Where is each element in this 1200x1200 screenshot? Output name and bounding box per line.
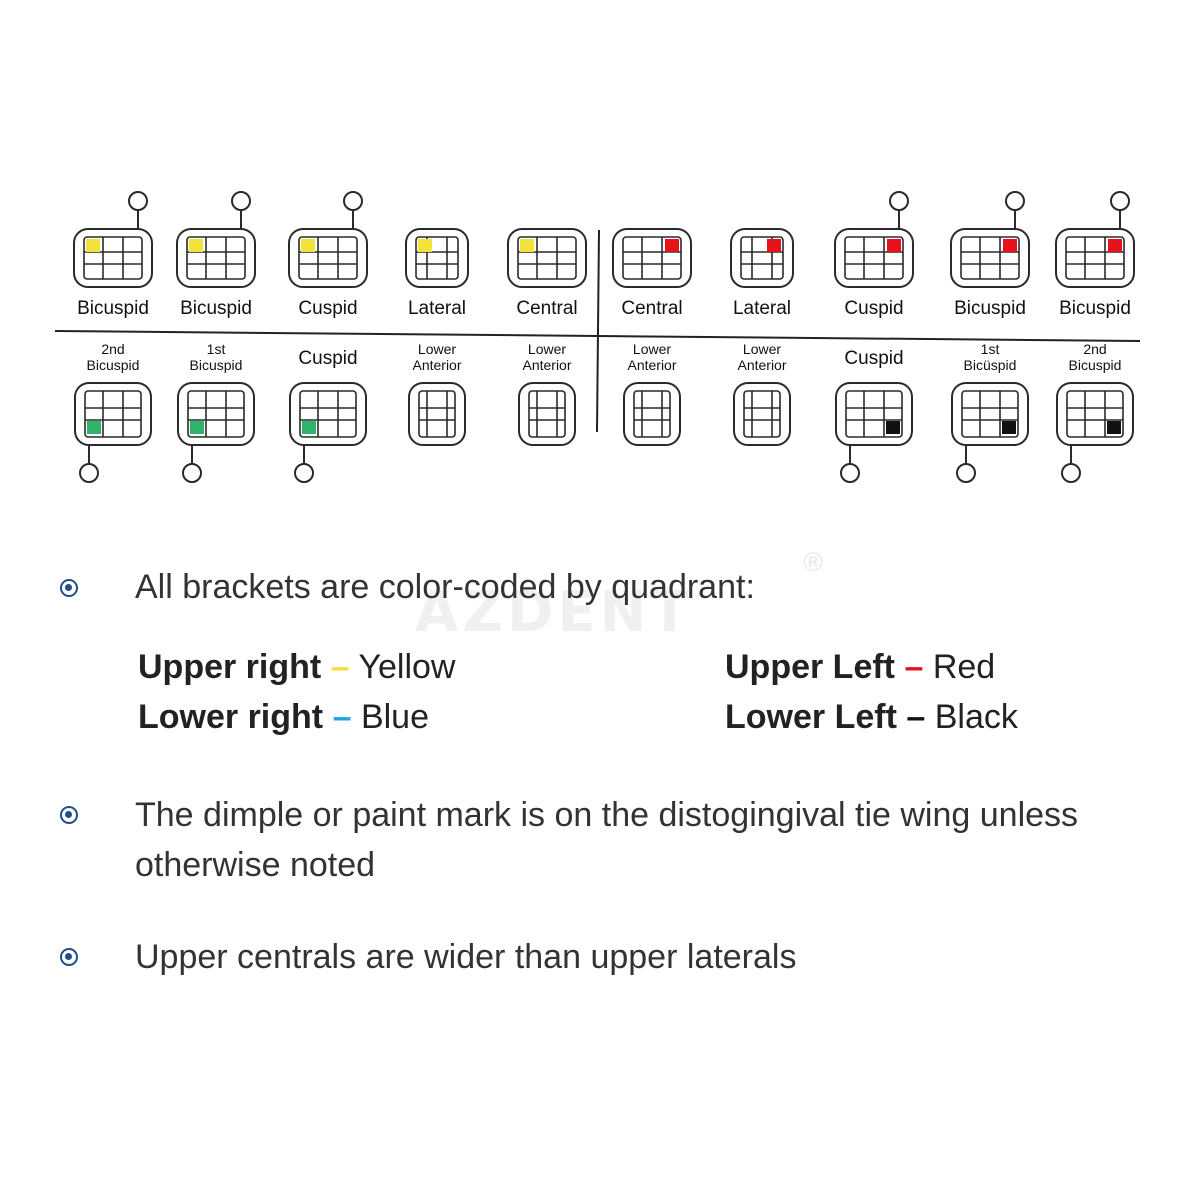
lower-bracket-label: Cuspid (298, 348, 357, 369)
lower-bracket (518, 382, 576, 446)
bullet-paint-mark: The dimple or paint mark is on the disto… (135, 796, 1079, 884)
upper-bracket-label: Cuspid (844, 298, 903, 319)
upper-bracket-label: Cuspid (298, 298, 357, 319)
paint-mark (1002, 421, 1016, 434)
lower-bracket (733, 382, 791, 446)
upper-bracket (612, 228, 692, 288)
hook-ball (1005, 191, 1025, 211)
lower-bracket (835, 382, 913, 483)
paint-mark (1003, 239, 1017, 252)
bullet-icon (60, 948, 78, 966)
paint-mark (87, 421, 101, 434)
hook-ball (231, 191, 251, 211)
hook-ball (182, 463, 202, 483)
upper-bracket (950, 191, 1030, 288)
paint-mark (302, 421, 316, 434)
upper-bracket (507, 228, 587, 288)
hook-ball (294, 463, 314, 483)
upper-bracket-label: Central (516, 298, 577, 319)
hook-ball (1110, 191, 1130, 211)
upper-bracket-label: Lateral (408, 298, 466, 319)
quadrant-divider (596, 229, 600, 433)
watermark-registered-mark: ® (800, 548, 826, 578)
legend-upper-right: Upper right – Yellow (138, 648, 456, 686)
lower-bracket (289, 382, 367, 483)
lower-bracket (74, 382, 152, 483)
hook-ball (343, 191, 363, 211)
paint-mark (86, 239, 100, 252)
upper-bracket-label: Bicuspid (954, 298, 1026, 319)
upper-bracket (288, 191, 368, 288)
bullet-icon (60, 579, 78, 597)
lower-bracket (177, 382, 255, 483)
watermark: AZDENT (415, 580, 693, 645)
upper-bracket-label: Lateral (733, 298, 791, 319)
hook-ball (128, 191, 148, 211)
paint-mark (520, 239, 534, 252)
lower-bracket (1056, 382, 1134, 483)
paint-mark (189, 239, 203, 252)
legend-upper-left: Upper Left – Red (725, 648, 996, 686)
paint-mark (886, 421, 900, 434)
lower-bracket (623, 382, 681, 446)
lower-bracket-label: Cuspid (844, 348, 903, 369)
upper-bracket (405, 228, 469, 288)
upper-bracket (176, 191, 256, 288)
upper-bracket-label: Bicuspid (1059, 298, 1131, 319)
upper-bracket-label: Bicuspid (77, 298, 149, 319)
paint-mark (767, 239, 781, 252)
upper-bracket (730, 228, 794, 288)
upper-bracket-label: Central (621, 298, 682, 319)
paint-mark (1107, 421, 1121, 434)
bullet-centrals-wider: Upper centrals are wider than upper late… (135, 938, 797, 976)
bullet-icon (60, 806, 78, 824)
legend-lower-left: Lower Left – Black (725, 698, 1018, 736)
legend-lower-right: Lower right – Blue (138, 698, 429, 736)
upper-bracket (834, 191, 914, 288)
upper-bracket (73, 191, 153, 288)
upper-bracket (1055, 191, 1135, 288)
hook-ball (79, 463, 99, 483)
lower-bracket (951, 382, 1029, 483)
paint-mark (665, 239, 679, 252)
upper-bracket-label: Bicuspid (180, 298, 252, 319)
hook-ball (889, 191, 909, 211)
bullet-color-coded: All brackets are color-coded by quadrant… (135, 568, 755, 606)
hook-ball (840, 463, 860, 483)
paint-mark (418, 239, 432, 252)
hook-ball (956, 463, 976, 483)
paint-mark (887, 239, 901, 252)
hook-ball (1061, 463, 1081, 483)
paint-mark (301, 239, 315, 252)
paint-mark (1108, 239, 1122, 252)
paint-mark (190, 421, 204, 434)
lower-bracket (408, 382, 466, 446)
